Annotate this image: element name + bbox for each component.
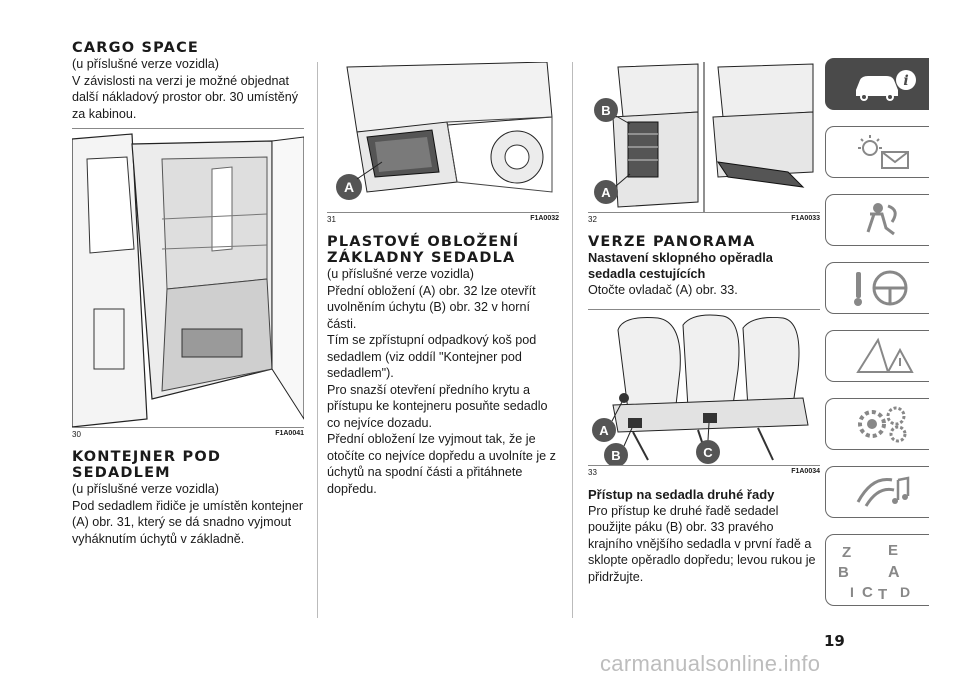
column-divider-2 (572, 62, 573, 618)
label-b: B (601, 103, 610, 118)
column-3: B A 32 F1A0033 VERZE PANORAMA Nastavení … (588, 62, 820, 585)
sidebar-tab-warning-lights[interactable] (825, 126, 929, 178)
steering-wheel-icon (854, 270, 908, 306)
figure-number: 30 (72, 430, 81, 439)
multimedia-icon (856, 476, 910, 507)
letter-b: B (838, 564, 849, 581)
sidebar-tab-driving[interactable] (825, 262, 929, 314)
label-a: A (599, 423, 609, 438)
watermark: carmanualsonline.info (600, 651, 821, 676)
sidebar-tab-emergency[interactable] (825, 330, 929, 382)
figure-number: 31 (327, 215, 336, 224)
letter-z: Z (842, 544, 851, 561)
figure-caption: 33 F1A0034 (588, 464, 820, 477)
section-title-panorama: VERZE PANORAMA (588, 234, 756, 250)
column-divider-1 (317, 62, 318, 618)
subheading: Přístup na sedadla druhé řady (588, 486, 775, 502)
passenger-seats-illustration: A B C (592, 314, 809, 465)
sidebar-tab-safety[interactable] (825, 194, 929, 246)
section-title-plastic-trim: PLASTOVÉ OBLOŽENÍ ZÁKLADNY SEDADLA (327, 234, 520, 266)
cargo-space-illustration (72, 129, 304, 427)
section-title-cargo-space: CARGO SPACE (72, 40, 200, 56)
figure-33: A B C 33 F1A0034 (588, 308, 820, 477)
paragraph: Pod sedadlem řidiče je umístěn kontejner… (72, 498, 304, 546)
maintenance-gears-icon (858, 406, 907, 443)
figure-number: 32 (588, 215, 597, 224)
letter-c: C (862, 584, 873, 601)
figure-31: A 31 F1A0032 (327, 62, 559, 224)
paragraph: Pro snazší otevření předního krytu a pří… (327, 382, 548, 430)
sidebar-tab-multimedia[interactable] (825, 466, 929, 518)
figure-caption: 32 F1A0033 (588, 212, 820, 224)
letter-a: A (888, 564, 900, 581)
car-info-icon: i (856, 70, 916, 101)
figure-caption: 30 F1A0041 (72, 427, 304, 439)
label-c: C (703, 445, 713, 460)
label-a: A (601, 185, 611, 200)
figure-32: B A 32 F1A0033 (588, 62, 820, 224)
warning-lights-icon (858, 135, 909, 169)
subtitle: (u příslušné verze vozidla) (327, 267, 474, 281)
seat-trim-illustration: B A (594, 62, 814, 212)
paragraph: V závislosti na verzi je možné objednat … (72, 73, 299, 121)
svg-text:i: i (903, 73, 908, 89)
label-b: B (611, 448, 620, 463)
figure-code: F1A0033 (791, 215, 820, 222)
column-1: CARGO SPACE (u příslušné verze vozidla) … (72, 40, 304, 547)
figure-code: F1A0034 (791, 467, 820, 475)
figure-code: F1A0041 (275, 430, 304, 437)
airbag-safety-icon (866, 203, 897, 236)
sidebar-tab-car-info[interactable]: i (825, 58, 929, 110)
figure-code: F1A0032 (530, 215, 559, 222)
letter-e: E (888, 542, 898, 559)
paragraph: Přední obložení lze vyjmout tak, že je o… (327, 432, 556, 496)
section-title-container: KONTEJNER POD SEDADLEM (72, 449, 222, 481)
label-a: A (344, 179, 354, 195)
letter-t: T (878, 586, 887, 601)
column-2: A 31 F1A0032 PLASTOVÉ OBLOŽENÍ ZÁKLADNY … (327, 62, 559, 497)
letter-i: I (850, 584, 854, 600)
subtitle: (u příslušné verze vozidla) (72, 482, 219, 496)
paragraph: Otočte ovladač (A) obr. 33. (588, 283, 738, 297)
road-warning-icon (856, 337, 914, 373)
sidebar-tab-index[interactable]: Z E B A I C T D (825, 534, 929, 606)
paragraph: Tím se zpřístupní odpadkový koš pod seda… (327, 333, 537, 380)
subheading: Nastavení sklopného opěradla sedadla ces… (588, 250, 773, 281)
sidebar-tab-maintenance[interactable] (825, 398, 929, 450)
figure-30: 30 F1A0041 (72, 128, 304, 439)
paragraph: Pro přístup ke druhé řadě sedadel použij… (588, 503, 816, 584)
index-letters-icon: Z E B A I C T D (838, 542, 910, 601)
paragraph: Přední obložení (A) obr. 32 lze otevřít … (327, 283, 536, 331)
figure-caption: 31 F1A0032 (327, 212, 559, 224)
under-seat-container-illustration: A (336, 62, 553, 200)
page-number: 19 (824, 632, 845, 650)
subtitle: (u příslušné verze vozidla) (72, 57, 219, 71)
letter-d: D (900, 584, 910, 600)
figure-number: 33 (588, 467, 597, 477)
